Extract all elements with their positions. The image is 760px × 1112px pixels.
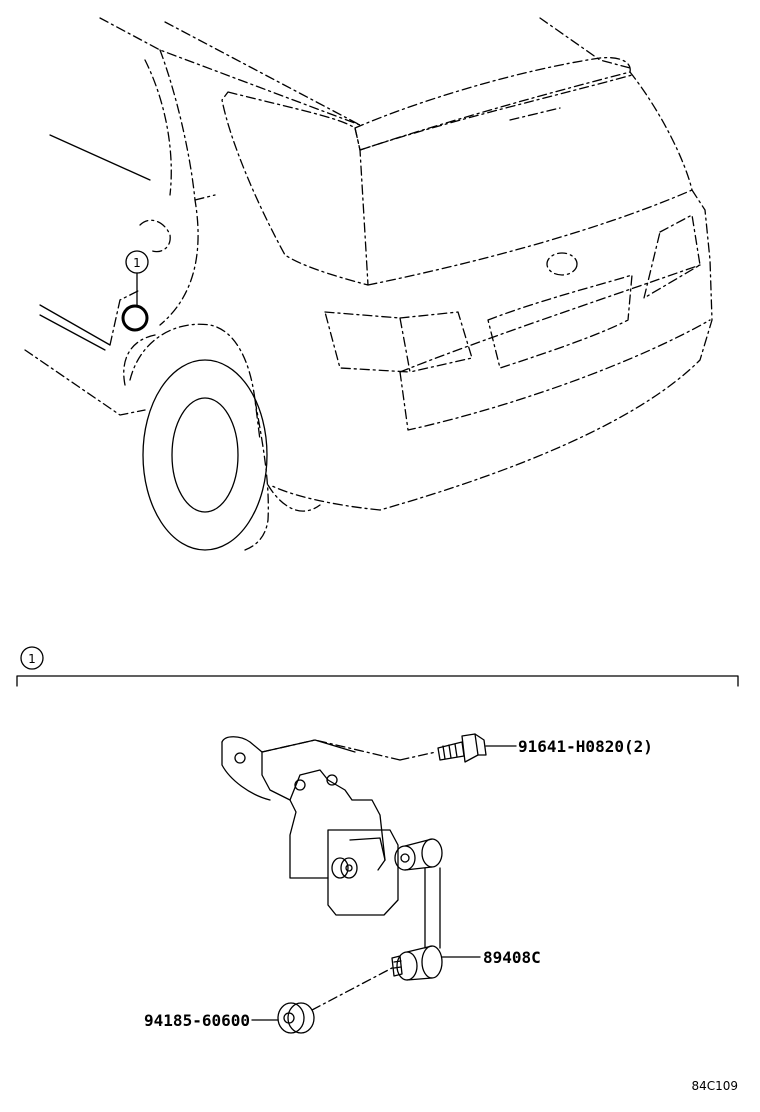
sensor-assembly-illustration xyxy=(221,733,487,1034)
section-number: 1 xyxy=(28,652,36,666)
callout-number: 1 xyxy=(133,256,141,270)
part-labels: 91641-H0820(2) 89408C 94185-60600 xyxy=(144,737,653,1030)
illustration-reference: 84C109 xyxy=(691,1079,738,1093)
part-number-nut: 94185-60600 xyxy=(144,1011,250,1030)
vehicle-rear-illustration xyxy=(24,17,713,551)
part-number-sensor: 89408C xyxy=(483,948,541,967)
part-number-bolt: 91641-H0820(2) xyxy=(518,737,653,756)
section-header: 1 xyxy=(16,646,739,687)
location-callout: 1 xyxy=(121,250,149,332)
